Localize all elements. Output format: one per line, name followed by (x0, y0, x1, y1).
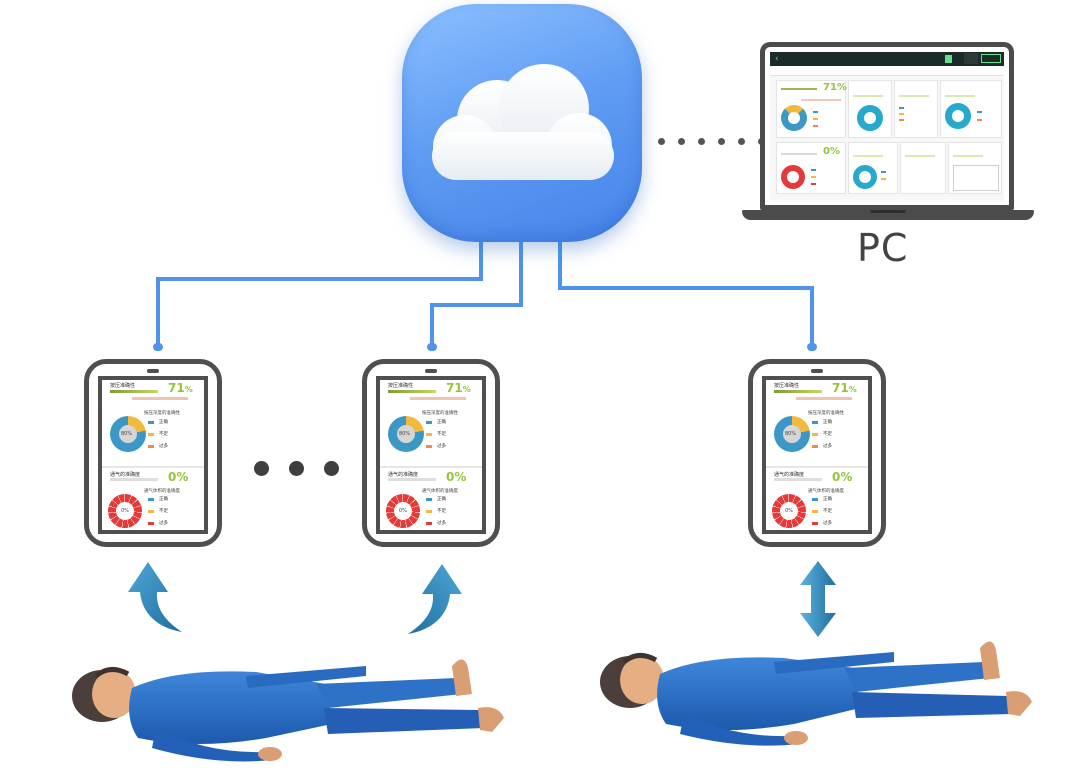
cloud-icon (432, 64, 614, 180)
chest-depth-donut (388, 416, 424, 452)
pc-card-depth (894, 80, 938, 138)
wire-left-down (156, 277, 160, 347)
laptop-pc: ‹ 71% (760, 42, 1014, 210)
chest-depth-label: 按压深度的准确性 (144, 411, 180, 416)
wire-trunk-mid (519, 236, 523, 306)
chest-compression-panel: 按压准确性 71% 按压深度的准确性 80% 正确 不足 过多 (102, 380, 204, 466)
vent-volume-donut (108, 494, 142, 528)
save-icon (945, 55, 952, 63)
chest-depth-donut (774, 416, 810, 452)
chest-compression-panel: 按压准确性 71% 按压深度的准确性 80% 正确 不足 过多 (380, 380, 482, 466)
tablet-speaker (147, 369, 159, 373)
pc-card-chest: 71% (776, 80, 847, 138)
tablet-right: 按压准确性 71% 按压深度的准确性 80% 正确 不足 过多 通气的准确度 0… (748, 359, 886, 547)
vent-accuracy-label: 通气的准确度 (110, 472, 141, 478)
tablet-left: 按压准确性 71% 按压深度的准确性 80% 正确 不足 过多 通气的准确度 0… (84, 359, 222, 547)
pc-card-release (940, 80, 1002, 138)
vent-accuracy-label: 通气的准确度 (774, 472, 805, 478)
chest-depth-inner: 80% (399, 431, 411, 437)
ventilation-panel: 通气的准确度 0% 通气体积的准确度 0% 正确 不足 过多 (108, 470, 189, 528)
vent-accuracy-value: 0% (832, 470, 853, 484)
chest-depth-inner: 80% (121, 431, 133, 437)
vent-accuracy-value: 0% (446, 470, 467, 484)
chest-accuracy-value: 71% (446, 381, 471, 395)
cpr-manikin-left (72, 659, 504, 762)
back-icon: ‹ (775, 54, 779, 64)
tablet-middle: 按压准确性 71% 按压深度的准确性 80% 正确 不足 过多 通气的准确度 0… (362, 359, 500, 547)
laptop-notch (870, 210, 906, 213)
curved-arrow-up-icon (408, 564, 462, 634)
vent-volume-donut (386, 494, 420, 528)
vent-volume-donut (772, 494, 806, 528)
ellipsis-dots-between-tablets (254, 461, 339, 476)
pc-label: PC (857, 226, 909, 270)
tablet-speaker (425, 369, 437, 373)
wire-mid-horizontal (430, 303, 523, 307)
pc-card-notes (948, 142, 1002, 194)
bidirectional-arrow-icon (800, 561, 836, 637)
chest-depth-label: 按压深度的准确性 (422, 411, 458, 416)
vent-volume-inner: 0% (121, 508, 129, 514)
pc-info-bar (770, 66, 1004, 76)
tablet-screen: 按压准确性 71% 按压深度的准确性 80% 正确 不足 过多 通气的准确度 0… (762, 376, 872, 534)
chest-compression-panel: 按压准确性 71% 按压深度的准确性 80% 正确 不足 过多 (766, 380, 868, 466)
laptop-base (742, 210, 1034, 220)
curved-arrow-up-icon (128, 562, 182, 632)
chest-accuracy-label: 按压准确性 (774, 383, 800, 389)
vent-volume-inner: 0% (785, 508, 793, 514)
pc-toolbar: ‹ (770, 52, 1004, 66)
chest-depth-inner: 80% (785, 431, 797, 437)
cpr-manikin-right (600, 641, 1032, 746)
ventilation-panel: 通气的准确度 0% 通气体积的准确度 0% 正确 不足 过多 (772, 470, 853, 528)
chest-depth-label: 按压深度的准确性 (808, 411, 844, 416)
vent-volume-label: 通气体积的准确度 (144, 489, 180, 494)
vent-accuracy-label: 通气的准确度 (388, 472, 419, 478)
pc-card-vent-volume (900, 142, 946, 194)
connector-dot-left (153, 343, 163, 351)
vent-volume-inner: 0% (399, 508, 407, 514)
wire-left-horizontal (156, 277, 483, 281)
vent-volume-label: 通气体积的准确度 (808, 489, 844, 494)
tablet-screen: 按压准确性 71% 按压深度的准确性 80% 正确 不足 过多 通气的准确度 0… (376, 376, 486, 534)
chest-depth-donut (110, 416, 146, 452)
pc-card-vent-rate (848, 142, 898, 194)
chest-accuracy-value: 71% (168, 381, 193, 395)
tablet-speaker (811, 369, 823, 373)
tablet-screen: 按压准确性 71% 按压深度的准确性 80% 正确 不足 过多 通气的准确度 0… (98, 376, 208, 534)
connector-dot-mid (427, 343, 437, 351)
connector-dot-right (807, 343, 817, 351)
chest-accuracy-value: 71% (832, 381, 857, 395)
laptop-screen: ‹ 71% (770, 52, 1004, 201)
pc-toolbar-button (964, 53, 978, 64)
wire-right-horizontal (558, 286, 814, 290)
vent-volume-label: 通气体积的准确度 (422, 489, 458, 494)
pc-toolbar-button-outlined (981, 54, 1001, 63)
ventilation-panel: 通气的准确度 0% 通气体积的准确度 0% 正确 不足 过多 (386, 470, 467, 528)
vent-accuracy-value: 0% (168, 470, 189, 484)
ellipsis-dots-to-pc (658, 138, 765, 145)
chest-accuracy-label: 按压准确性 (388, 383, 414, 389)
wire-right-down (810, 286, 814, 347)
cloud-server-icon (402, 4, 642, 242)
pc-card-rate (848, 80, 892, 138)
wire-mid-down (430, 303, 434, 347)
wire-trunk-left (479, 236, 483, 280)
chest-accuracy-label: 按压准确性 (110, 383, 136, 389)
wire-trunk-right (558, 236, 562, 289)
pc-card-ventilation: 0% (776, 142, 846, 194)
